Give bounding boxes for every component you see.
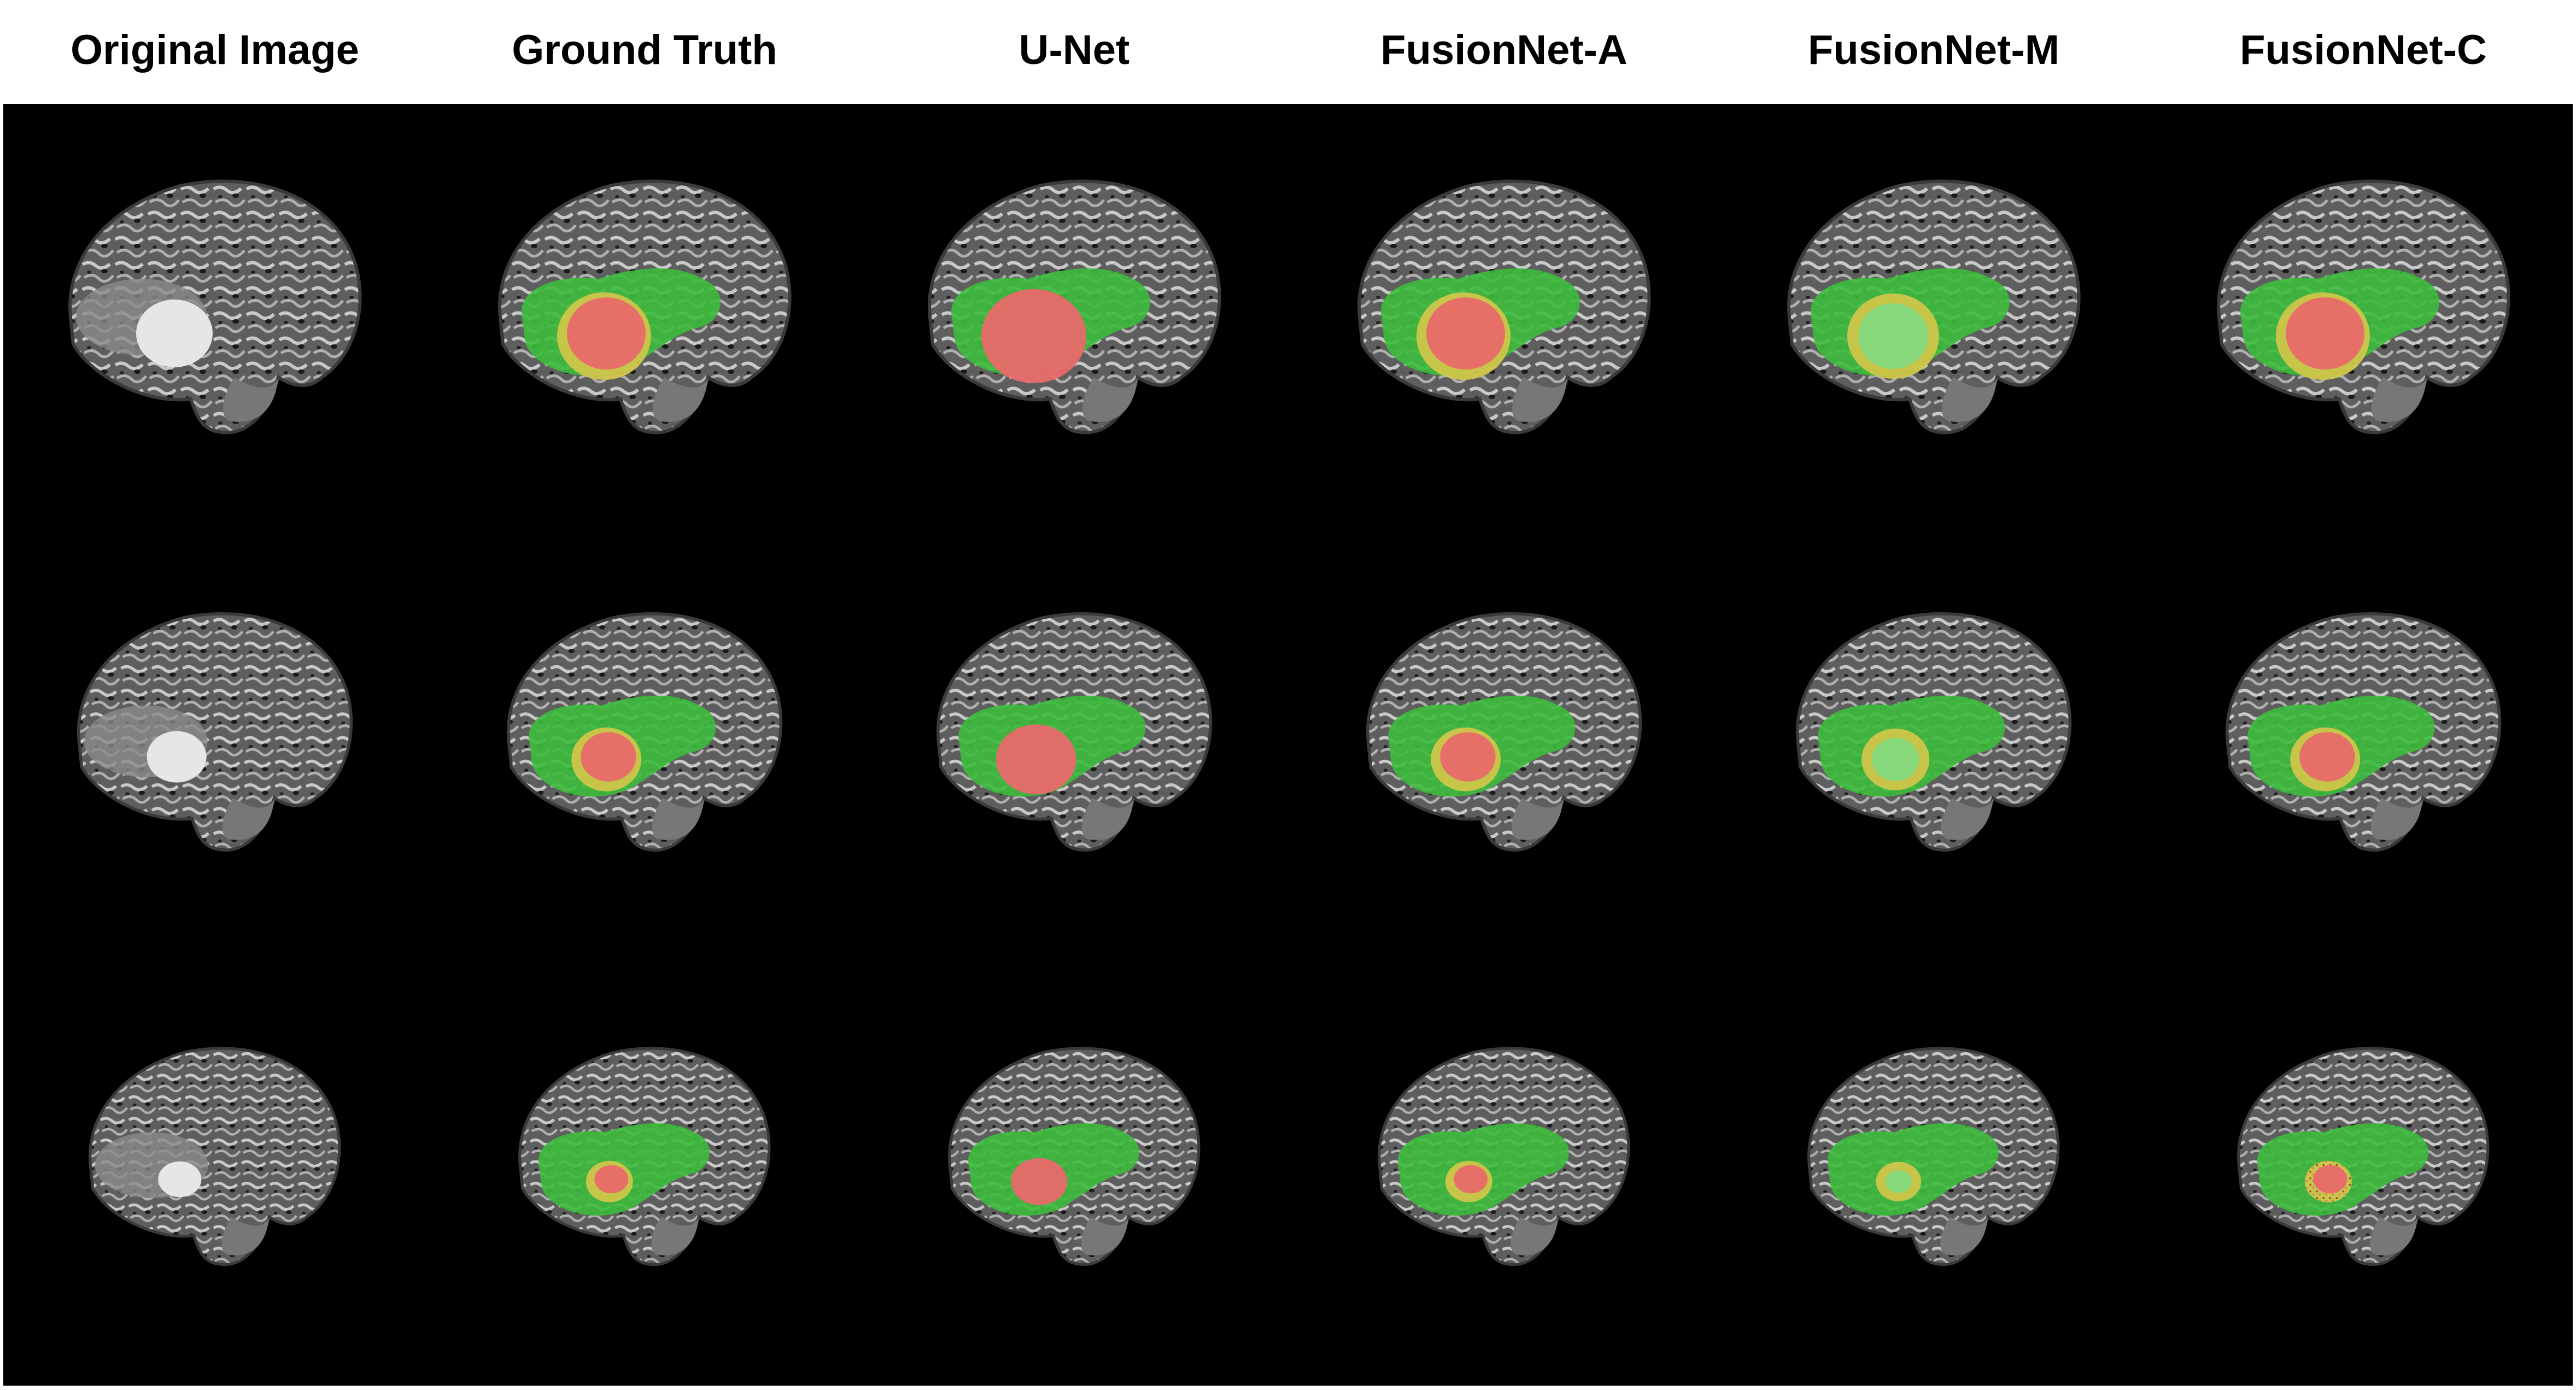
slice-r1-c6: [2217, 179, 2510, 435]
cerebellum: [2372, 377, 2427, 422]
cerebellum: [1942, 377, 1997, 422]
tumor-core-overlay: [567, 297, 646, 370]
inner-edema-overlay: [1871, 737, 1919, 781]
tumor-core-overlay: [1440, 732, 1496, 782]
slice-r2-c4: [1366, 612, 1642, 852]
brain-slice: [77, 612, 353, 852]
inner-edema-overlay: [1885, 1170, 1912, 1193]
cerebellum: [1941, 797, 1993, 840]
cerebellum: [1081, 1217, 1129, 1256]
cerebellum: [652, 797, 704, 840]
slice-r2-c5: [1795, 612, 2072, 852]
slice-r1-c3: [928, 179, 1221, 435]
slice-r3-c3: [948, 1047, 1201, 1266]
slice-r2-c1: [77, 612, 353, 852]
column-title-fusionnet-a: FusionNet-A: [1380, 27, 1627, 73]
tumor-core-overlay: [2313, 1165, 2347, 1194]
tumor-core-overlay: [1011, 1158, 1068, 1205]
slice-r3-c1: [89, 1047, 341, 1266]
cerebellum: [1511, 797, 1564, 840]
image-grid: [3, 104, 2573, 1386]
tumor-core-overlay: [996, 724, 1076, 795]
cerebellum: [223, 377, 278, 422]
column-title-unet: U-Net: [1018, 27, 1130, 73]
column-header-bar: Original Image Ground Truth U-Net Fusion…: [0, 0, 2576, 104]
cerebellum: [2370, 1217, 2418, 1256]
slice-r1-c1: [68, 179, 362, 435]
slice-r3-c6: [2237, 1047, 2490, 1266]
column-title-fusionnet-c: FusionNet-C: [2240, 27, 2487, 73]
slice-r3-c2: [518, 1047, 771, 1266]
cerebellum: [1511, 1217, 1559, 1256]
slice-r2-c3: [936, 612, 1213, 852]
tumor-core-overlay: [981, 289, 1086, 383]
brain-slice: [68, 179, 362, 435]
inner-edema-overlay: [1858, 303, 1928, 369]
tumor-core-overlay: [2299, 732, 2355, 782]
cerebellum: [651, 1217, 699, 1256]
cerebellum: [1940, 1217, 1988, 1256]
column-title-fusionnet-m: FusionNet-M: [1807, 27, 2060, 73]
tumor-core-overlay: [2286, 297, 2364, 370]
tumor-bright-region: [136, 300, 213, 367]
cerebellum: [653, 377, 708, 422]
column-title-ground-truth: Ground Truth: [512, 27, 777, 73]
cerebellum: [1512, 377, 1567, 422]
cerebellum: [2370, 797, 2423, 840]
slice-r2-c2: [506, 612, 783, 852]
brain-slice: [89, 1047, 341, 1266]
cerebellum: [1082, 377, 1138, 422]
cerebellum: [1081, 797, 1134, 840]
tumor-bright-region: [147, 731, 207, 783]
tumor-bright-region: [158, 1161, 202, 1198]
tumor-core-overlay: [581, 732, 636, 782]
cerebellum: [222, 797, 274, 840]
slice-r1-c4: [1357, 179, 1651, 435]
slice-r3-c5: [1807, 1047, 2060, 1266]
mri-grid-svg: [68, 179, 2510, 1266]
slice-r1-c2: [498, 179, 792, 435]
slice-r2-c6: [2225, 612, 2502, 852]
slice-r1-c5: [1787, 179, 2081, 435]
tumor-core-overlay: [1426, 297, 1505, 370]
tumor-core-overlay: [594, 1165, 629, 1194]
slice-r3-c4: [1378, 1047, 1630, 1266]
column-title-original: Original Image: [71, 27, 359, 73]
tumor-core-overlay: [1454, 1165, 1488, 1194]
cerebellum: [221, 1217, 270, 1256]
